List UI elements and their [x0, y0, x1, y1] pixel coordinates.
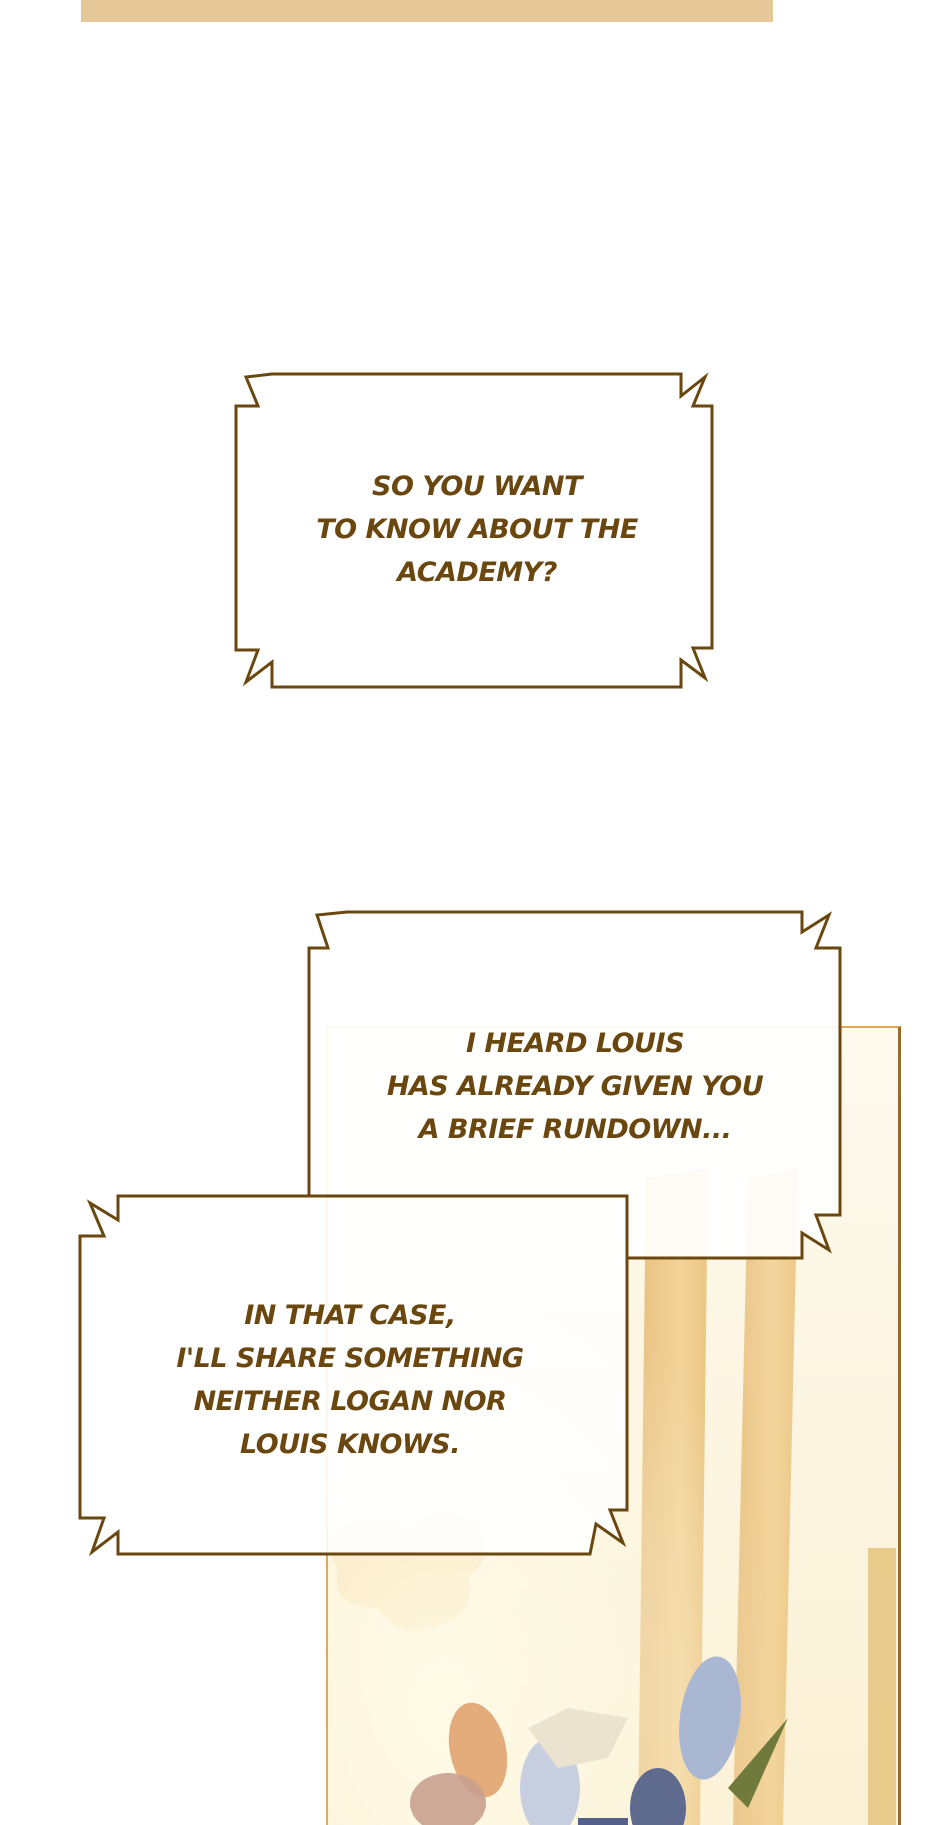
bubble-line: IN THAT CASE,	[244, 1300, 456, 1331]
bubble-line: NEITHER LOGAN NOR	[193, 1386, 507, 1417]
bubble-line: I HEARD LOUIS	[465, 1028, 685, 1059]
speech-bubble-3-text: IN THAT CASE, I'LL SHARE SOMETHING NEITH…	[120, 1294, 580, 1466]
bubble-line: LOUIS KNOWS.	[240, 1429, 460, 1460]
speech-bubble-1-text: SO YOU WANT TO KNOW ABOUT THE ACADEMY?	[272, 465, 682, 594]
bubble-line: HAS ALREADY GIVEN YOU	[386, 1071, 764, 1102]
bubble-line: TO KNOW ABOUT THE	[316, 514, 638, 545]
bubble-line: I'LL SHARE SOMETHING	[176, 1343, 524, 1374]
tulip-bouquet	[410, 1656, 788, 1825]
bubble-line: A BRIEF RUNDOWN...	[418, 1114, 732, 1145]
bubble-line: SO YOU WANT	[372, 471, 582, 502]
bubble-line: ACADEMY?	[397, 557, 557, 588]
speech-bubble-2-text: I HEARD LOUIS HAS ALREADY GIVEN YOU A BR…	[340, 1022, 810, 1151]
previous-panel-strip	[81, 0, 773, 22]
